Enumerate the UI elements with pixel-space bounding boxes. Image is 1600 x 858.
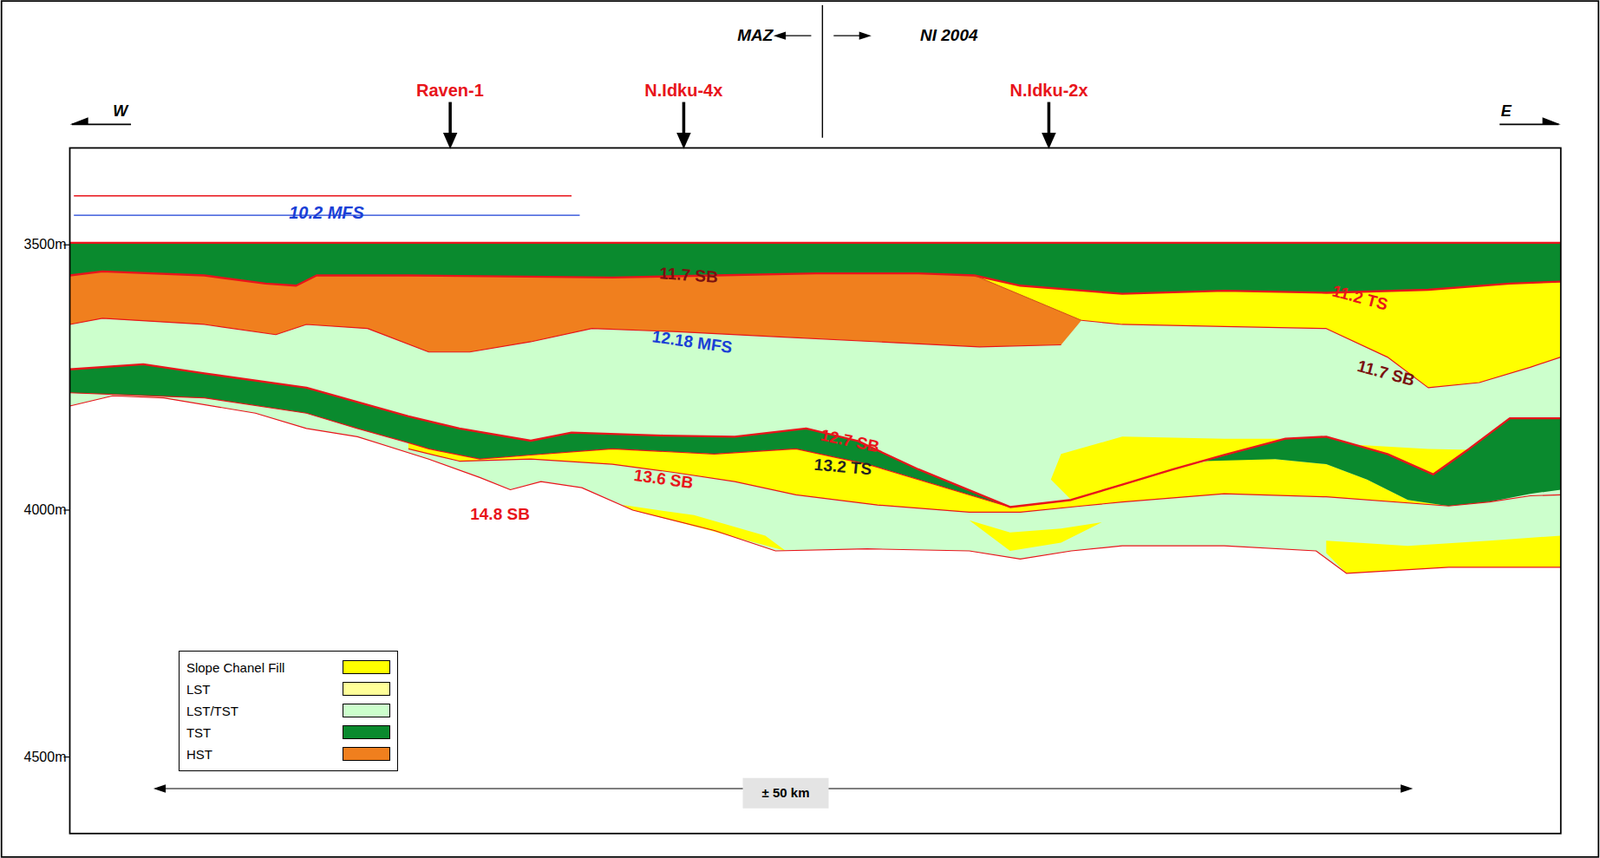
surface-label: 11.2 TS	[1330, 281, 1391, 314]
scale-label: ± 50 km	[743, 777, 830, 809]
legend-swatch	[342, 746, 391, 761]
legend-row: LST	[186, 678, 391, 700]
section-label: 10.2 MFS	[288, 202, 365, 223]
surface-line	[69, 392, 1010, 508]
well-arrow	[682, 102, 686, 137]
arrow-head	[443, 132, 458, 150]
tst-band	[1203, 417, 1561, 506]
surface-label: 12.18 MFS	[650, 328, 733, 359]
divider-line	[822, 5, 823, 138]
well-label: N.Idku-4x	[644, 80, 723, 100]
section-frame	[69, 148, 1561, 834]
depth-label: 4500m	[24, 749, 67, 765]
surface-line	[69, 241, 1561, 244]
well-arrow	[448, 102, 452, 137]
surface-label: 13.6 SB	[632, 466, 694, 493]
arrow-head	[1041, 132, 1056, 150]
surface-label: 11.7 SB	[1355, 357, 1418, 391]
depth-label: 4000m	[24, 502, 67, 519]
well-label: Raven-1	[416, 80, 484, 100]
legend-row: LST/TST	[186, 699, 391, 722]
section-label: MAZ	[737, 26, 773, 46]
surface-line	[408, 448, 1561, 512]
depth-label: 3500m	[24, 237, 67, 254]
surface-line	[974, 275, 1082, 321]
surface-label: 14.8 SB	[470, 505, 530, 524]
slope-channel-fill	[969, 520, 1103, 551]
well-arrow	[1047, 102, 1052, 137]
legend-row: HST	[186, 743, 391, 765]
legend-text: LST	[186, 681, 211, 697]
legend-swatch	[342, 659, 391, 674]
well-label: N.Idku-2x	[1010, 80, 1089, 100]
legend-text: LST/TST	[186, 703, 239, 719]
legend-box: Slope Chanel FillLST LST/TST TST HST	[178, 650, 399, 771]
slope-channel-fill	[1051, 436, 1286, 500]
arrow-head	[676, 132, 691, 150]
section-label: W	[112, 104, 128, 122]
legend-text: Slope Chanel Fill	[186, 659, 285, 675]
reference-line	[73, 195, 572, 196]
arrow-head	[859, 31, 872, 40]
legend-swatch	[342, 703, 391, 718]
surface-label: 11.7 SB	[659, 264, 719, 288]
section-label: E	[1501, 104, 1512, 122]
arrow-head	[69, 117, 88, 125]
arrow-head	[773, 31, 786, 40]
arrow-head	[1400, 783, 1413, 792]
section-label: NI 2004	[920, 26, 979, 46]
surface-line	[69, 318, 1061, 353]
legend-swatch	[342, 724, 391, 739]
legend-row: TST	[186, 721, 391, 744]
legend-row: Slope Chanel Fill	[186, 656, 391, 679]
arrow-head	[153, 783, 166, 792]
legend-swatch	[342, 681, 391, 696]
surface-label: 13.2 TS	[813, 456, 873, 480]
surface-line	[69, 395, 1561, 574]
surface-line	[1081, 320, 1561, 388]
legend-text: TST	[186, 724, 211, 740]
surface-line	[69, 364, 1561, 508]
arrow-head	[1542, 117, 1561, 125]
legend-text: HST	[186, 746, 213, 762]
surface-label: 12.7 SB	[818, 426, 881, 458]
lst-tst-fill	[69, 242, 1561, 574]
hst-wedge	[69, 271, 1082, 353]
